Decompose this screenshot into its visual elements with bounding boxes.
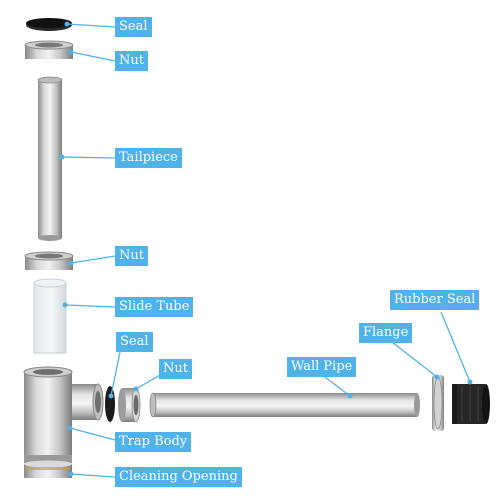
label-nut-mid: Nut <box>115 246 148 266</box>
leader-flange <box>391 341 438 378</box>
nut-side-part <box>118 387 141 423</box>
label-tailpiece: Tailpiece <box>115 148 182 168</box>
wall-pipe-part <box>149 392 420 418</box>
leader-slide-tube <box>64 304 116 308</box>
flange-part <box>432 375 444 431</box>
label-seal-side: Seal <box>116 332 153 352</box>
nut-mid-part <box>24 251 74 270</box>
leader-trap-body <box>69 427 116 441</box>
label-cleaning-opening: Cleaning Opening <box>115 467 242 487</box>
label-flange: Flange <box>359 323 413 343</box>
label-seal-top: Seal <box>115 17 152 37</box>
label-trap-body: Trap Body <box>115 432 192 452</box>
leader-seal-top <box>66 23 116 28</box>
leader-rubber-seal <box>440 311 471 383</box>
tailpiece-part <box>37 76 63 241</box>
leader-wall-pipe <box>324 376 351 397</box>
seal-side-part <box>105 386 115 422</box>
slide-tube-part <box>33 278 67 354</box>
leader-nut-mid <box>70 255 116 264</box>
leader-nut-side <box>135 374 161 390</box>
leader-dots <box>59 21 473 477</box>
trap-body-part <box>23 366 104 463</box>
leader-seal-side <box>110 351 121 397</box>
seal-top-part <box>26 18 72 31</box>
label-nut-top: Nut <box>115 51 148 71</box>
leader-tailpiece <box>61 156 116 159</box>
label-wall-pipe: Wall Pipe <box>287 357 357 377</box>
cleaning-opening-part <box>24 460 72 478</box>
label-nut-side: Nut <box>159 359 192 379</box>
rubber-seal-part <box>452 384 490 424</box>
nut-top-part <box>24 40 74 59</box>
leader-nut-top <box>70 51 116 62</box>
label-rubber-seal: Rubber Seal <box>390 290 480 310</box>
leader-cleaning-opening <box>70 473 116 478</box>
label-slide-tube: Slide Tube <box>115 297 194 317</box>
leader-lines <box>61 23 471 478</box>
